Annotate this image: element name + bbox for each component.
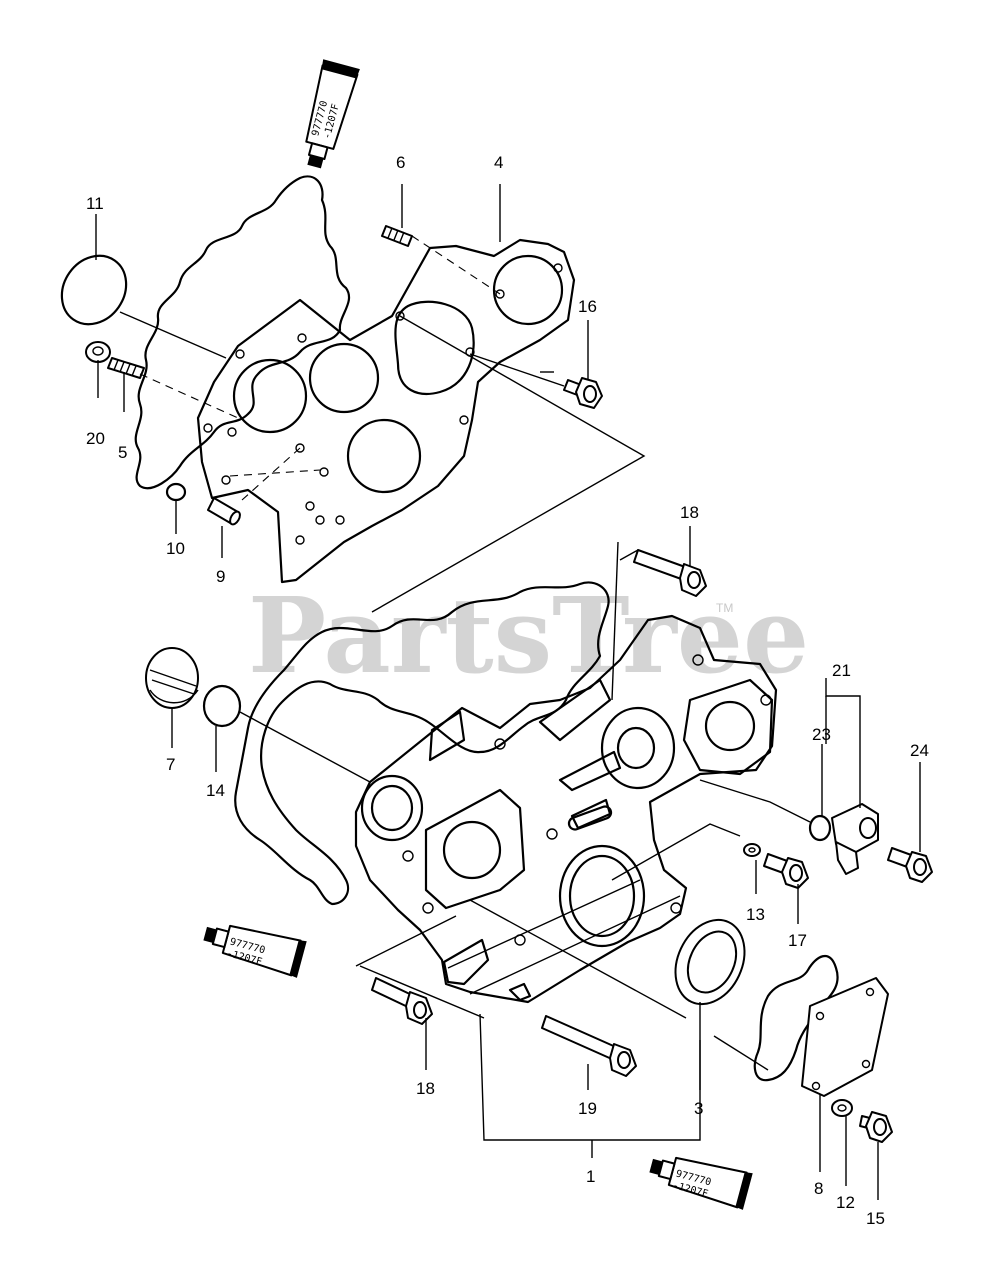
bolt-17: [763, 853, 809, 889]
callout-10: 10: [166, 539, 185, 558]
plate-bore-top: [492, 254, 564, 326]
callout-6: 6: [396, 153, 405, 172]
oil-filler-bore: [370, 784, 414, 832]
callout-16: 16: [578, 297, 597, 316]
o-ring-11: [60, 254, 128, 326]
bolt-18-lower: [371, 977, 433, 1025]
bottom-guide-lines: [239, 541, 811, 1141]
callout-18-upper: 18: [680, 503, 699, 522]
stud-6: [381, 225, 413, 247]
callout-23: 23: [812, 725, 831, 744]
sealant-tube-top: 977770 -1207F: [305, 59, 360, 169]
cover-plate-8: [801, 977, 889, 1097]
oil-pan-edges: [447, 879, 681, 995]
plate-oval-opening: [394, 300, 475, 395]
oil-seal-3: [674, 918, 746, 1006]
callout-24: 24: [910, 741, 929, 760]
fuel-stop-solenoid-21: [831, 803, 879, 875]
callout-1: 1: [586, 1167, 595, 1186]
callout-5: 5: [118, 443, 127, 462]
callout-17: 17: [788, 931, 807, 950]
plate-bore-1: [232, 358, 308, 434]
oil-filler-cap-7: [145, 647, 199, 709]
callout-7: 7: [166, 755, 175, 774]
callout-20: 20: [86, 429, 105, 448]
link-plate: [567, 805, 613, 831]
callout-19: 19: [578, 1099, 597, 1118]
plate-bore-2: [308, 342, 380, 414]
o-ring-23: [808, 814, 832, 842]
callout-14: 14: [206, 781, 225, 800]
watermark-text: PartsTree: [248, 574, 809, 697]
o-ring-14: [202, 684, 242, 728]
cover-plate-holes: [811, 987, 875, 1091]
callout-9: 9: [216, 567, 225, 586]
nut-20: [85, 341, 111, 363]
cover-gasket: [753, 955, 839, 1082]
bolt-18-upper: [633, 549, 707, 597]
callout-leaders: [95, 184, 921, 1200]
oil-filler-neck: [360, 774, 424, 842]
top-guide-lines: [119, 235, 646, 613]
oil-pan-lip: [442, 938, 532, 1002]
callout-12: 12: [836, 1193, 855, 1212]
washer-13: [743, 843, 761, 857]
bolt-19: [541, 1015, 637, 1077]
gasket-top: [134, 175, 351, 490]
callout-labels: 11 6 4 16 20 5 10 9 18 21 23 24 7 14 13 …: [86, 153, 929, 1228]
callout-8: 8: [814, 1179, 823, 1198]
gear-case-plate: [196, 238, 576, 584]
plate-bolt-holes: [203, 263, 563, 545]
stud-5: [107, 357, 145, 379]
gear-case-bolt-holes: [402, 654, 772, 946]
plate-bore-3: [346, 418, 422, 494]
gear-case-bore-left: [442, 820, 502, 880]
gear-case-body: [354, 614, 778, 1004]
gear-case-right-flange: [682, 678, 774, 776]
gear-case-front-flange: [424, 788, 526, 910]
pump-housing: [600, 706, 676, 790]
pump-bore: [616, 726, 656, 770]
callout-18-lower: 18: [416, 1079, 435, 1098]
watermark-trademark: TM: [716, 601, 733, 615]
callout-21: 21: [832, 661, 851, 680]
callout-13: 13: [746, 905, 765, 924]
callout-3: 3: [694, 1099, 703, 1118]
callout-11: 11: [86, 194, 104, 213]
bolt-16: [563, 377, 603, 409]
gasket-bottom: [234, 581, 610, 906]
gear-case-ribs: [428, 678, 622, 830]
gear-case-bore-right: [704, 700, 756, 752]
dowel-pin-9: [207, 497, 241, 526]
sealant-tube-left: 977770 -1207F: [203, 924, 307, 978]
crank-boss: [558, 844, 646, 948]
callout-4: 4: [494, 153, 503, 172]
crank-bore: [568, 854, 636, 938]
bolt-15: [859, 1111, 893, 1143]
o-ring-10: [165, 482, 187, 502]
callout-15: 15: [866, 1209, 885, 1228]
bolt-24: [887, 847, 933, 883]
sealant-tube-right: 977770 -1207F: [649, 1156, 753, 1210]
washer-12: [831, 1099, 853, 1117]
